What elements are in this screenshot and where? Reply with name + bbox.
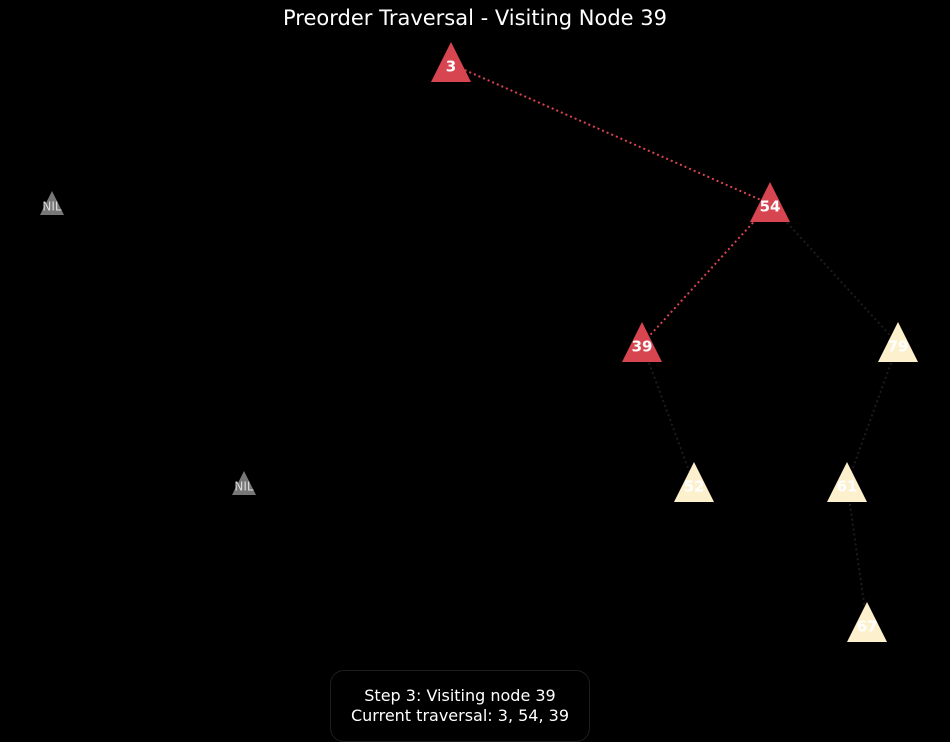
edge-n39-n52 bbox=[641, 343, 695, 485]
node-triangle bbox=[622, 322, 662, 362]
node-triangle bbox=[232, 471, 256, 495]
node-triangle bbox=[827, 462, 867, 502]
tree-node-54: 54 bbox=[750, 182, 790, 222]
node-label: 54 bbox=[760, 198, 781, 216]
status-box: Step 3: Visiting node 39 Current travers… bbox=[330, 670, 590, 742]
edge-n54-n79 bbox=[769, 203, 899, 345]
nodes-layer: 3 54 39 79 52 61 67 NIL NIL bbox=[40, 42, 918, 642]
edge-n79-n61 bbox=[846, 343, 899, 485]
edge-n61-n67 bbox=[846, 483, 868, 625]
diagram-title: Preorder Traversal - Visiting Node 39 bbox=[283, 6, 667, 30]
step-text: Step 3: Visiting node 39 bbox=[364, 686, 556, 705]
edges-layer bbox=[450, 63, 899, 625]
tree-node-61: 61 bbox=[827, 462, 867, 502]
node-label: 39 bbox=[632, 338, 653, 356]
edge-n54-n39 bbox=[641, 203, 771, 345]
traversal-text: Current traversal: 3, 54, 39 bbox=[350, 706, 570, 725]
node-label: 79 bbox=[888, 338, 909, 356]
node-label: 67 bbox=[857, 618, 878, 636]
node-triangle bbox=[878, 322, 918, 362]
edge-n3-n54 bbox=[450, 63, 771, 205]
node-label: 61 bbox=[837, 478, 858, 496]
node-label: NIL bbox=[234, 480, 254, 494]
node-label: 3 bbox=[446, 58, 456, 76]
tree-node-3: 3 bbox=[431, 42, 471, 82]
tree-node-39: 39 bbox=[622, 322, 662, 362]
tree-node-67: 67 bbox=[847, 602, 887, 642]
node-label: 52 bbox=[684, 478, 705, 496]
node-triangle bbox=[847, 602, 887, 642]
node-label: NIL bbox=[42, 200, 62, 214]
tree-node-79: 79 bbox=[878, 322, 918, 362]
node-triangle bbox=[674, 462, 714, 502]
node-triangle bbox=[40, 191, 64, 215]
nil-node: NIL bbox=[40, 191, 64, 215]
nil-node: NIL bbox=[232, 471, 256, 495]
node-triangle bbox=[431, 42, 471, 82]
node-triangle bbox=[750, 182, 790, 222]
tree-node-52: 52 bbox=[674, 462, 714, 502]
